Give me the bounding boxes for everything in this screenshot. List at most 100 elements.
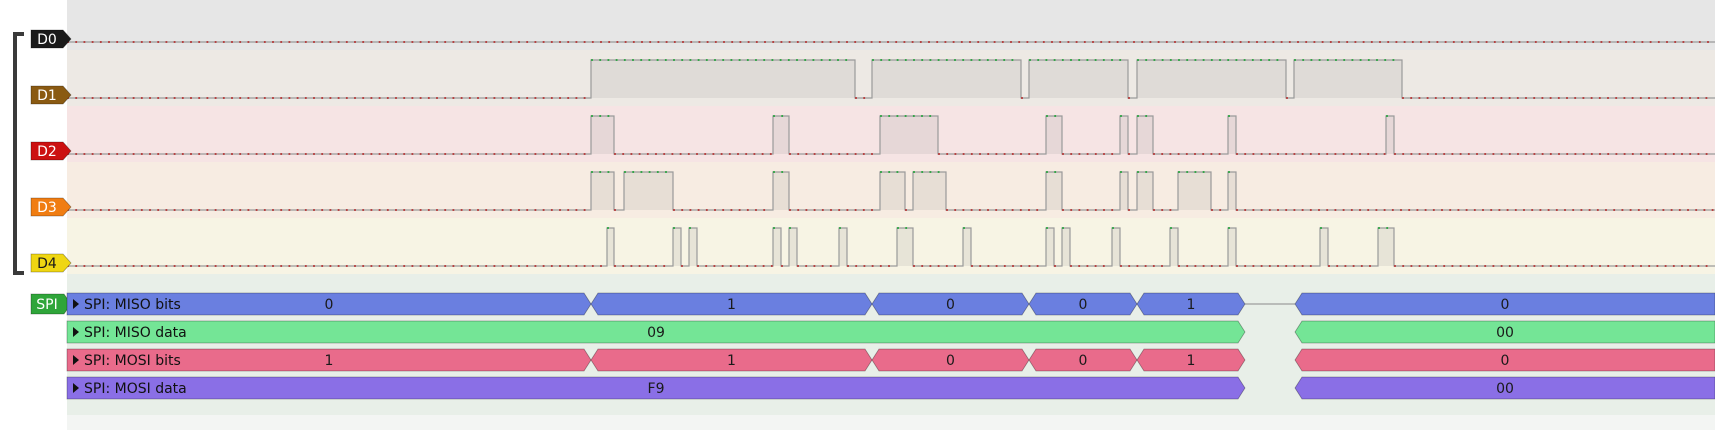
row-expand-arrow-icon[interactable]	[73, 327, 79, 337]
sample-dot	[1351, 59, 1354, 61]
sample-dot	[921, 265, 924, 267]
sample-dot	[132, 265, 135, 267]
channel-tag-d2[interactable]	[30, 141, 72, 161]
sample-dot	[813, 209, 816, 211]
sample-dot	[1607, 153, 1610, 155]
channel-tag-d0[interactable]	[30, 29, 72, 49]
sample-dot	[663, 265, 666, 267]
sample-dot	[1531, 209, 1534, 211]
channel-tag-d1[interactable]	[30, 85, 72, 105]
sample-dot	[206, 153, 209, 155]
annotation-segment[interactable]	[1294, 348, 1715, 372]
sample-dot	[640, 171, 643, 173]
sample-dot	[1318, 209, 1320, 211]
annotation-segment[interactable]	[1136, 348, 1246, 372]
annotation-segment[interactable]	[1294, 320, 1715, 344]
sample-dot	[591, 171, 593, 173]
sample-dot	[493, 209, 496, 211]
sample-dot	[337, 41, 340, 43]
sample-dot	[1247, 41, 1250, 43]
sample-dot	[1517, 265, 1519, 267]
sample-dot	[427, 153, 430, 155]
sample-dot	[1346, 41, 1349, 43]
annotation-segment[interactable]	[1294, 376, 1715, 400]
sample-dot	[91, 41, 94, 43]
sample-dot	[1103, 153, 1105, 155]
sample-dot	[830, 209, 832, 211]
channel-tag-d4[interactable]	[30, 253, 72, 273]
sample-dot	[1094, 59, 1097, 61]
sample-dot	[452, 153, 455, 155]
channel-group-bracket[interactable]	[13, 32, 24, 275]
row-expand-arrow-icon[interactable]	[73, 299, 79, 309]
sample-dot	[1277, 153, 1279, 155]
annotation-segment[interactable]	[1136, 292, 1246, 316]
sample-dot	[1451, 97, 1454, 99]
sample-dot	[1251, 59, 1254, 61]
sample-dot	[304, 209, 307, 211]
sample-dot	[1318, 153, 1320, 155]
sample-dot	[1219, 59, 1221, 61]
annotation-segment[interactable]	[66, 320, 1246, 344]
sample-dot	[1631, 153, 1634, 155]
sample-dot	[559, 209, 561, 211]
sample-dot	[1572, 209, 1575, 211]
sample-dot	[1309, 265, 1312, 267]
sample-dot	[888, 115, 891, 117]
sample-dot	[1321, 41, 1324, 43]
sample-dot	[1664, 153, 1667, 155]
sample-dot	[1681, 153, 1683, 155]
annotation-segment[interactable]	[1294, 292, 1715, 316]
sample-dot	[518, 209, 520, 211]
sample-dot	[671, 153, 674, 155]
sample-dot	[1268, 209, 1271, 211]
sample-dot	[509, 153, 512, 155]
sample-dot	[1083, 41, 1086, 43]
sample-dot	[797, 265, 799, 267]
sample-dot	[1452, 41, 1455, 43]
sample-dot	[1320, 227, 1322, 229]
sample-dot	[1075, 41, 1078, 43]
sample-dot	[460, 97, 463, 99]
sample-dot	[304, 41, 307, 43]
sample-dot	[460, 41, 463, 43]
sample-dot	[1657, 41, 1660, 43]
sample-dot	[655, 153, 657, 155]
annotation-segment[interactable]	[66, 376, 1246, 400]
sample-dot	[624, 171, 626, 173]
sample-dot	[140, 265, 143, 267]
sample-dot	[1654, 209, 1657, 211]
sample-dot	[1354, 41, 1357, 43]
sample-dot	[575, 209, 578, 211]
sample-dot	[1649, 41, 1652, 43]
sample-dot	[1525, 265, 1528, 267]
sample-dot	[640, 59, 643, 61]
sample-dot	[1564, 209, 1566, 211]
pulse-fill-d4	[789, 228, 797, 266]
sample-dot	[646, 153, 649, 155]
sample-dot	[1070, 59, 1072, 61]
sample-dot	[329, 97, 332, 99]
sample-dot	[1484, 153, 1487, 155]
sample-dot	[878, 41, 881, 43]
sample-dot	[452, 209, 455, 211]
sample-dot	[181, 265, 184, 267]
row-expand-arrow-icon[interactable]	[73, 355, 79, 365]
sample-dot	[1551, 41, 1554, 43]
channel-tag-d3[interactable]	[30, 197, 72, 217]
sample-dot	[630, 153, 633, 155]
row-expand-arrow-icon[interactable]	[73, 383, 79, 393]
annotation-value: 0	[325, 297, 334, 313]
sample-dot	[871, 265, 874, 267]
sample-dot	[738, 209, 741, 211]
sample-dot	[820, 59, 823, 61]
sample-dot	[509, 209, 512, 211]
sample-dot	[411, 265, 414, 267]
sample-dot	[1403, 41, 1406, 43]
sample-dot	[1293, 153, 1296, 155]
sample-dot	[746, 59, 749, 61]
sample-dot	[550, 97, 553, 99]
sample-dot	[730, 59, 733, 61]
sample-dot	[1293, 209, 1296, 211]
